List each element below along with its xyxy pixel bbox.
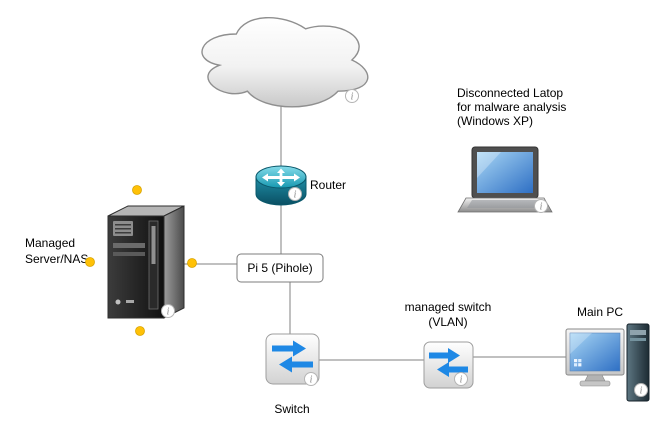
node-server[interactable]: Managed Server/NAS i — [25, 205, 185, 319]
pc-windows-logo — [574, 363, 578, 367]
laptop-label-line2: for malware analysis — [457, 100, 566, 114]
server-power-button — [115, 299, 121, 305]
pc-windows-logo — [578, 359, 582, 363]
laptop-keyboard — [467, 200, 543, 208]
connectors — [182, 104, 567, 361]
info-icon-circle — [288, 187, 302, 201]
info-icon[interactable]: i — [634, 383, 648, 397]
server-slot — [148, 220, 159, 310]
info-icon-circle — [161, 304, 175, 318]
info-icon-circle — [454, 372, 468, 386]
connection-point[interactable] — [187, 258, 197, 268]
server-label-line2: Server/NAS — [25, 252, 88, 266]
pc-tower-bay — [630, 338, 646, 341]
info-icon[interactable]: i — [288, 187, 302, 201]
info-icon-circle — [634, 383, 648, 397]
pc-screen-highlight — [570, 333, 592, 354]
switch-label: Switch — [274, 402, 309, 416]
info-icon-glyph: i — [540, 202, 543, 213]
cloud-icon — [201, 17, 369, 108]
server-drive-bay — [113, 243, 145, 248]
node-cloud[interactable]: i — [201, 17, 369, 108]
server-vent-line — [115, 232, 131, 234]
info-icon-circle — [304, 372, 318, 386]
pihole-box — [236, 253, 324, 283]
server-label-line1: Managed — [25, 236, 75, 250]
server-vent-line — [115, 224, 131, 226]
laptop-label-line1: Disconnected Latop — [457, 86, 563, 100]
info-icon-circle — [345, 89, 359, 103]
laptop-screen — [477, 152, 533, 193]
info-icon-glyph: i — [640, 386, 643, 397]
pc-tower-bay — [630, 330, 646, 335]
info-icon-circle — [534, 199, 548, 213]
laptop-label-line3: (Windows XP) — [457, 114, 533, 128]
info-icon-glyph: i — [460, 375, 463, 386]
main-pc-label: Main PC — [577, 305, 623, 319]
server-vent-line — [115, 228, 131, 230]
connection-point[interactable] — [132, 185, 142, 195]
managed-switch-label-line2: (VLAN) — [428, 315, 467, 329]
node-switch[interactable]: Switch i — [265, 333, 320, 416]
connection-point[interactable] — [135, 326, 145, 336]
info-icon[interactable]: i — [454, 372, 468, 386]
switch-arrow-left — [279, 356, 313, 373]
managed-switch-arrow-right — [429, 348, 460, 363]
router-label: Router — [310, 178, 346, 192]
server-drive-bay — [113, 252, 145, 256]
switch-arrow-right — [272, 340, 306, 357]
info-icon-glyph: i — [310, 375, 313, 386]
node-router[interactable]: Router i — [255, 165, 346, 206]
pc-windows-logo — [578, 363, 582, 367]
info-icon-glyph: i — [294, 190, 297, 201]
connection-points — [85, 185, 197, 336]
info-icon-glyph: i — [351, 92, 354, 103]
server-slot-inner — [151, 226, 156, 264]
server-icon-side — [163, 205, 185, 319]
router-arrow-vertical — [277, 168, 285, 187]
pc-monitor-base — [579, 380, 611, 387]
node-pihole[interactable]: Pi 5 (Pihole) — [236, 253, 324, 283]
info-icon[interactable]: i — [345, 89, 359, 103]
managed-switch-label-line1: managed switch — [405, 300, 492, 314]
info-icon-glyph: i — [167, 307, 170, 318]
pc-tower — [626, 323, 650, 402]
managed-switch-arrow-left — [437, 362, 468, 377]
info-icon[interactable]: i — [304, 372, 318, 386]
laptop-screen-highlight — [477, 152, 501, 178]
pc-windows-logo — [574, 359, 578, 363]
connection-point[interactable] — [85, 257, 95, 267]
node-managed-switch[interactable]: managed switch (VLAN) i — [405, 300, 492, 389]
pihole-label: Pi 5 (Pihole) — [247, 261, 312, 275]
node-main-pc[interactable]: Main PC i — [565, 305, 650, 402]
pc-monitor-stand — [584, 374, 606, 382]
server-led — [126, 300, 134, 303]
info-icon[interactable]: i — [161, 304, 175, 318]
info-icon[interactable]: i — [534, 199, 548, 213]
node-laptop[interactable]: Disconnected Latop for malware analysis … — [457, 86, 566, 213]
